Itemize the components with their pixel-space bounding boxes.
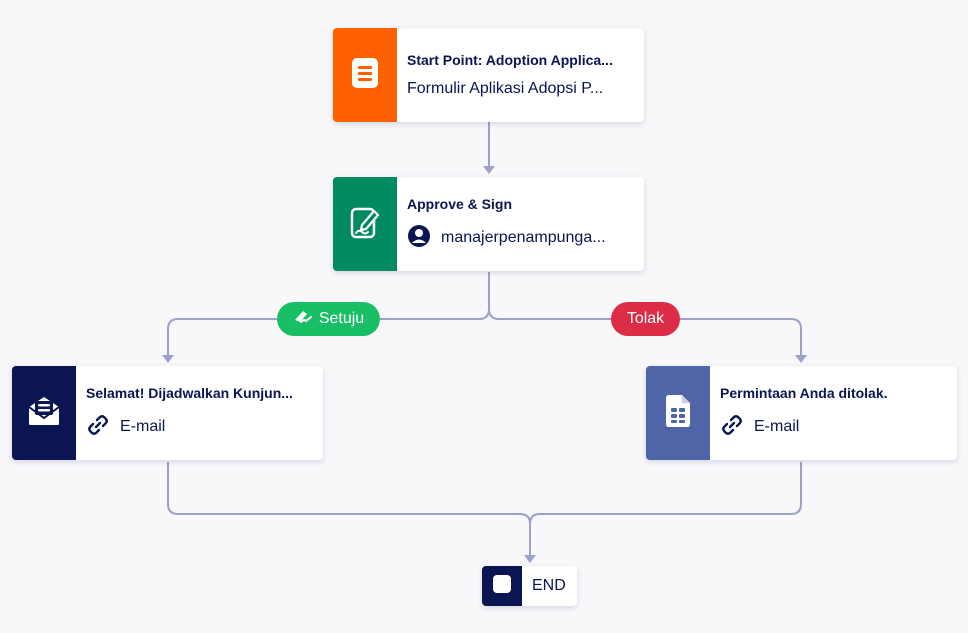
- connector-approve-right: [488, 308, 802, 356]
- reject-branch-badge[interactable]: Tolak: [611, 302, 680, 336]
- approver-email: manajerpenampunga...: [441, 229, 606, 246]
- start-point-node[interactable]: Start Point: Adoption Applica... Formuli…: [333, 28, 644, 122]
- start-icon-box: [333, 28, 397, 122]
- start-point-title: Start Point: Adoption Applica...: [407, 52, 613, 68]
- rejected-email-title: Permintaan Anda ditolak.: [720, 384, 888, 401]
- approve-sign-title: Approve & Sign: [407, 195, 513, 212]
- end-node[interactable]: END: [482, 566, 577, 606]
- document-icon: [664, 394, 692, 433]
- approved-email-title: Selamat! Dijadwalkan Kunjun...: [86, 384, 293, 401]
- email-icon: [27, 395, 61, 432]
- end-icon-box: [482, 566, 522, 606]
- rejected-email-node[interactable]: Permintaan Anda ditolak. E-mail: [646, 366, 957, 460]
- arrowhead-end: [524, 555, 536, 563]
- arrowhead-approve: [483, 166, 495, 174]
- connector-right-to-end: [529, 462, 802, 525]
- approve-icon-box: [333, 177, 397, 271]
- connector-left-to-end: [167, 462, 531, 556]
- approve-branch-badge[interactable]: Setuju: [277, 302, 380, 336]
- link-icon: [86, 413, 110, 442]
- approve-branch-label: Setuju: [318, 310, 365, 327]
- approve-sign-node[interactable]: Approve & Sign manajerpenampunga...: [333, 177, 644, 271]
- user-icon: [407, 224, 431, 253]
- link-icon: [720, 413, 744, 442]
- rejected-email-type: E-mail: [754, 418, 800, 435]
- approved-email-type: E-mail: [120, 418, 166, 435]
- approved-email-node[interactable]: Selamat! Dijadwalkan Kunjun... E-mail: [12, 366, 323, 460]
- start-point-subtitle: Formulir Aplikasi Adopsi P...: [407, 80, 604, 97]
- rejected-email-icon-box: [646, 366, 710, 460]
- form-icon: [351, 57, 379, 94]
- arrowhead-right: [795, 355, 807, 363]
- reject-branch-label: Tolak: [626, 310, 665, 327]
- arrowhead-left: [162, 355, 174, 363]
- approve-sign-icon: [350, 205, 380, 244]
- stop-icon: [492, 574, 512, 599]
- approve-check-icon: [293, 308, 313, 331]
- end-label: END: [532, 577, 566, 594]
- approved-email-icon-box: [12, 366, 76, 460]
